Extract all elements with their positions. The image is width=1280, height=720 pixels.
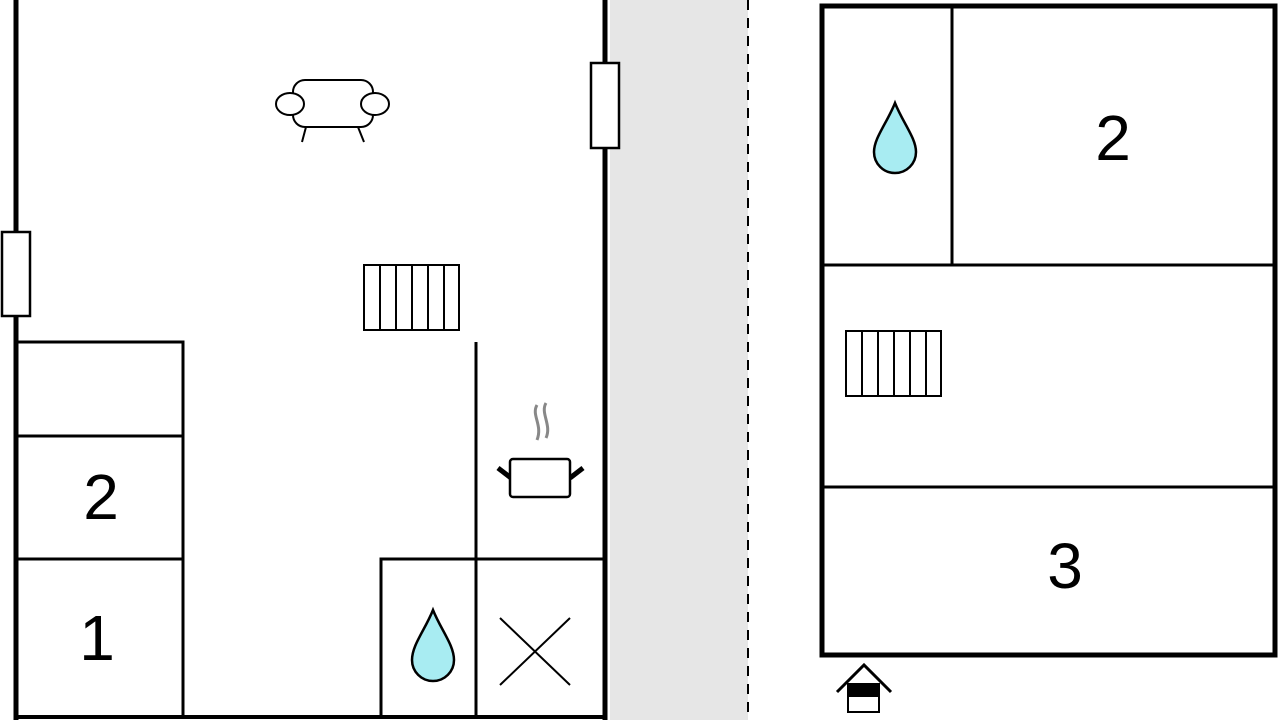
window-right	[589, 61, 621, 150]
room-label: 2	[1095, 102, 1131, 174]
corridor	[610, 0, 748, 720]
room-label: 2	[83, 461, 119, 533]
window-left	[0, 230, 32, 318]
entrance-icon	[835, 662, 893, 713]
sofa-icon	[275, 79, 390, 143]
room-label: 1	[79, 602, 115, 674]
cooking-pot-icon	[496, 402, 585, 499]
radiator-icon	[363, 264, 460, 331]
water-drop-icon	[410, 606, 456, 683]
radiator-icon	[845, 330, 942, 397]
right-floor	[819, 3, 1278, 713]
toilet-cross-icon	[499, 617, 571, 686]
water-drop-icon	[872, 99, 918, 175]
left-floor	[0, 0, 621, 720]
room-label: 3	[1047, 530, 1083, 602]
